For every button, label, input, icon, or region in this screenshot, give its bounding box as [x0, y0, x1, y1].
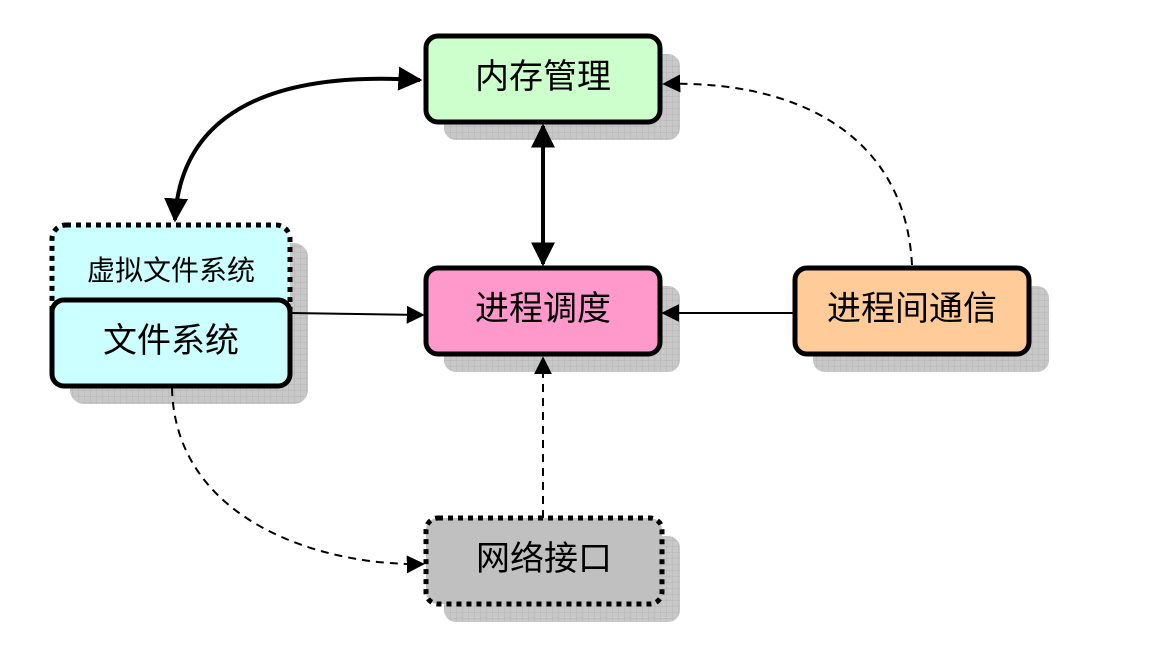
edge-memory-vfs	[164, 66, 423, 223]
edge-fs-network	[171, 387, 425, 574]
node-scheduler[interactable]: 进程调度	[423, 265, 663, 357]
node-memory[interactable]: 内存管理	[423, 33, 663, 125]
node-vfs-label: 虚拟文件系统	[87, 255, 255, 287]
node-memory-label: 内存管理	[475, 58, 611, 96]
node-scheduler-label: 进程调度	[475, 290, 611, 328]
node-ipc-label: 进程间通信	[827, 290, 997, 328]
edge-ipc-memory	[662, 74, 913, 266]
node-fs-label: 文件系统	[103, 322, 239, 360]
node-fs[interactable]: 文件系统	[49, 297, 293, 389]
edge-fs-scheduler	[289, 305, 425, 324]
node-ipc[interactable]: 进程间通信	[792, 265, 1032, 357]
node-network[interactable]: 网络接口	[423, 515, 665, 607]
edges	[164, 66, 913, 574]
node-network-label: 网络接口	[476, 540, 612, 578]
